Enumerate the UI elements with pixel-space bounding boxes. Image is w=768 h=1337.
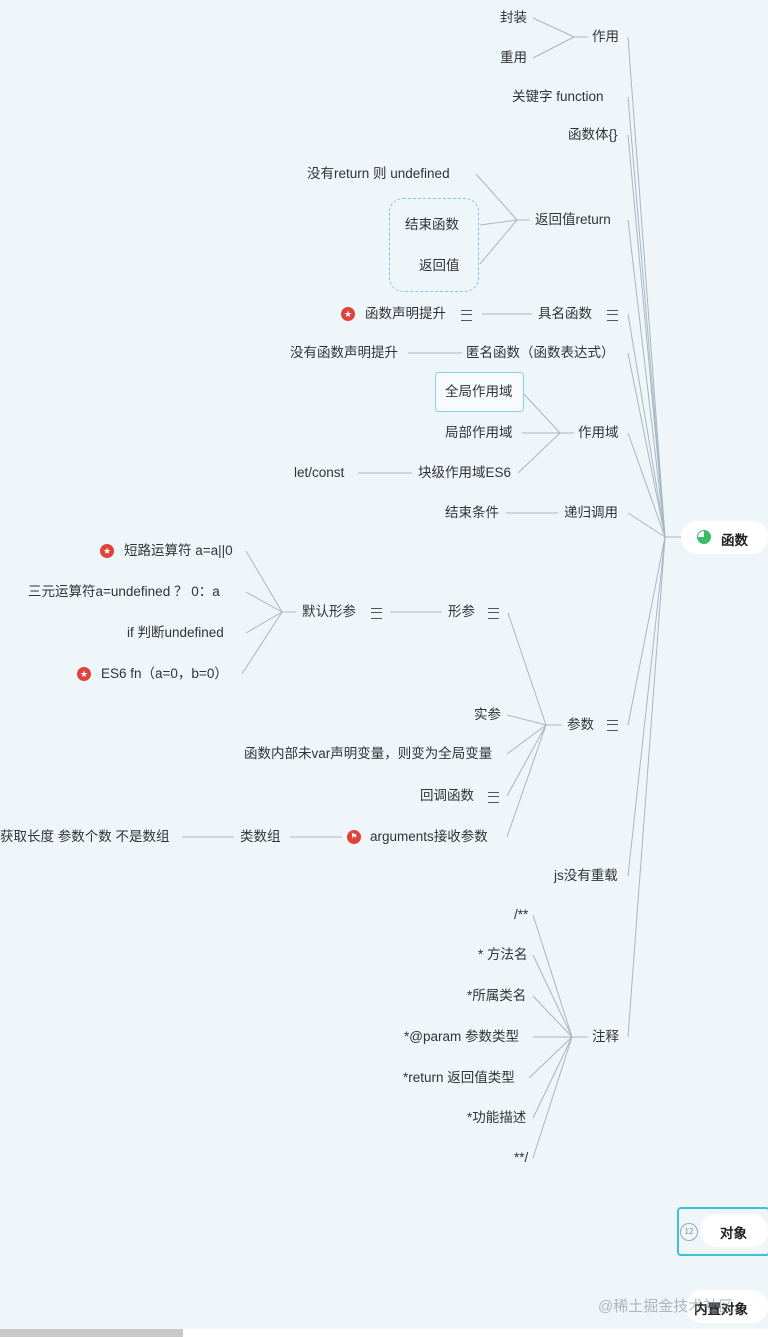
progress-pie-icon [697, 530, 711, 544]
node-callback[interactable]: 回调函数 [420, 788, 474, 803]
node-return-value[interactable]: 返回值 [419, 258, 460, 273]
node-if-undefined[interactable]: if 判断undefined [127, 625, 224, 640]
note-menu-icon[interactable] [488, 792, 499, 803]
node-comment-line[interactable]: * 方法名 [478, 947, 528, 962]
node-length[interactable]: 获取长度 参数个数 不是数组 [0, 829, 170, 844]
star-icon: ★ [100, 544, 114, 558]
node-comment[interactable]: 注释 [592, 1029, 619, 1044]
node-actual-params[interactable]: 实参 [474, 707, 501, 722]
node-params[interactable]: 参数 [567, 717, 594, 732]
flag-icon: ⚑ [347, 830, 361, 844]
node-reuse[interactable]: 重用 [500, 50, 527, 65]
node-return[interactable]: 返回值return [535, 212, 611, 227]
topic-object-label: 对象 [720, 1226, 747, 1241]
collapsed-count-badge[interactable]: 12 [680, 1223, 698, 1241]
node-body[interactable]: 函数体{} [568, 127, 618, 142]
watermark: @稀土掘金技术社区 [598, 1298, 734, 1315]
node-comment-line[interactable]: /** [514, 907, 529, 922]
horizontal-scrollbar[interactable] [0, 1329, 768, 1337]
node-return-undefined[interactable]: 没有return 则 undefined [307, 166, 450, 181]
node-keyword[interactable]: 关键字 function [512, 89, 604, 104]
node-end-condition[interactable]: 结束条件 [445, 505, 499, 520]
node-comment-line[interactable]: *return 返回值类型 [403, 1070, 515, 1085]
node-local-scope[interactable]: 局部作用域 [445, 425, 513, 440]
note-menu-icon[interactable] [607, 720, 618, 731]
node-es6-default[interactable]: ES6 fn（a=0，b=0） [101, 666, 228, 681]
node-anonymous-function[interactable]: 匿名函数（函数表达式） [466, 345, 615, 360]
node-arguments[interactable]: arguments接收参数 [370, 829, 488, 844]
node-scope[interactable]: 作用域 [578, 425, 619, 440]
node-no-var[interactable]: 函数内部未var声明变量，则变为全局变量 [244, 746, 493, 761]
node-hoisting[interactable]: 函数声明提升 [365, 306, 446, 321]
node-comment-line[interactable]: *所属类名 [467, 988, 527, 1003]
note-menu-icon[interactable] [607, 310, 618, 321]
node-comment-line[interactable]: *功能描述 [467, 1110, 527, 1125]
node-comment-line[interactable]: *@param 参数类型 [404, 1029, 519, 1044]
node-ternary[interactable]: 三元运算符a=undefined ？ 0：a [28, 584, 220, 599]
root-label: 函数 [721, 533, 748, 548]
note-menu-icon[interactable] [461, 310, 472, 321]
selected-node-frame[interactable] [435, 372, 524, 412]
star-icon: ★ [341, 307, 355, 321]
node-no-overload[interactable]: js没有重载 [554, 868, 618, 883]
node-encapsulate[interactable]: 封装 [500, 10, 527, 25]
summary-boundary [389, 198, 479, 292]
node-no-hoisting[interactable]: 没有函数声明提升 [290, 345, 398, 360]
node-let-const[interactable]: let/const [294, 465, 345, 480]
root-node[interactable]: 函数 [681, 521, 768, 554]
topic-builtin-object[interactable]: 内置对象 [686, 1290, 768, 1323]
node-comment-line[interactable]: **/ [514, 1150, 529, 1165]
topic-object[interactable]: 对象 [700, 1214, 768, 1247]
node-short-circuit[interactable]: 短路运算符 a=a||0 [124, 543, 233, 558]
node-block-scope[interactable]: 块级作用域ES6 [418, 465, 512, 480]
node-recursion[interactable]: 递归调用 [564, 505, 618, 520]
node-global-scope[interactable]: 全局作用域 [445, 384, 513, 399]
node-array-like[interactable]: 类数组 [240, 829, 281, 844]
node-end-function[interactable]: 结束函数 [405, 217, 459, 232]
selected-topic-frame[interactable] [677, 1207, 768, 1256]
note-menu-icon[interactable] [488, 608, 499, 619]
node-named-function[interactable]: 具名函数 [538, 306, 592, 321]
scrollbar-thumb[interactable] [0, 1329, 183, 1337]
node-default-params[interactable]: 默认形参 [302, 604, 356, 619]
star-icon: ★ [77, 667, 91, 681]
note-menu-icon[interactable] [371, 608, 382, 619]
topic-builtin-label: 内置对象 [694, 1302, 748, 1317]
node-purpose[interactable]: 作用 [592, 29, 619, 44]
node-formal-params[interactable]: 形参 [448, 604, 475, 619]
